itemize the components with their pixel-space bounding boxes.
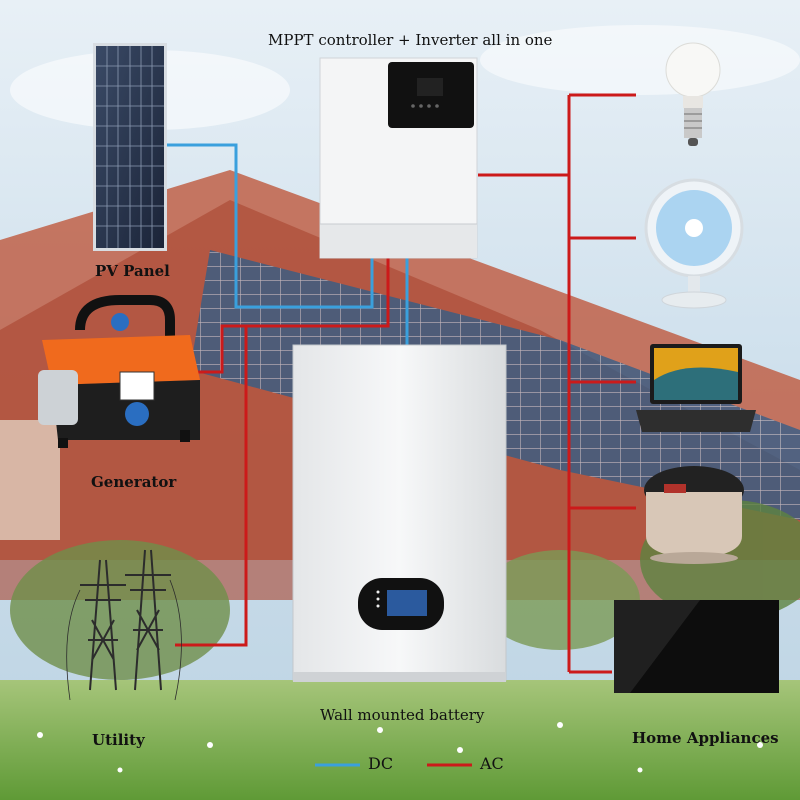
ac-wire-utility [175, 326, 248, 647]
legend-ac-label: AC [480, 754, 504, 773]
diagram-title: MPPT controller + Inverter all in one [268, 31, 553, 49]
utility-label: Utility [92, 731, 145, 749]
daisies [37, 722, 763, 773]
ac-wire-generator [188, 258, 390, 374]
generator-icon [38, 295, 200, 448]
dc-wires [165, 143, 409, 345]
inverter-icon [319, 57, 478, 259]
battery-label: Wall mounted battery [320, 706, 485, 724]
dc-wire-pv [165, 143, 374, 309]
pv-panel-label: PV Panel [95, 262, 170, 280]
rice-cooker-icon [644, 466, 744, 564]
pylon-icon [66, 549, 182, 701]
cloud [480, 25, 800, 95]
generator-label: Generator [91, 473, 177, 491]
lawn [0, 680, 800, 800]
tv-icon [614, 600, 779, 693]
laptop-icon [636, 344, 756, 432]
home-appliances-label: Home Appliances [632, 729, 779, 747]
battery-icon [292, 344, 507, 682]
ac-wires [175, 93, 636, 674]
bulb-icon [665, 42, 721, 146]
solar-panel-icon [93, 43, 167, 251]
fan-icon [644, 178, 744, 309]
legend-dc-label: DC [368, 754, 394, 773]
